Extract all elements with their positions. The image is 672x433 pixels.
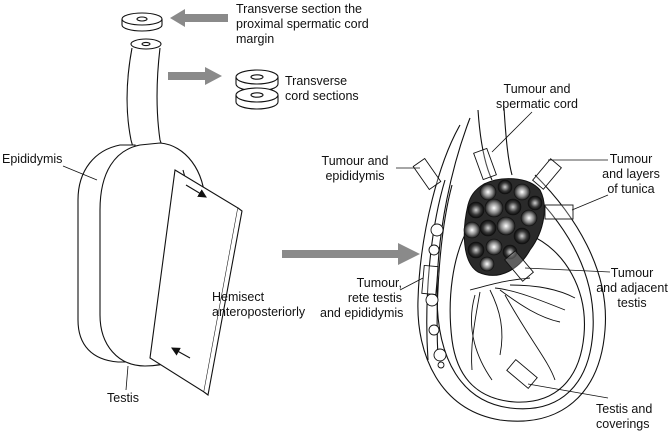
label-line: anteroposteriorly — [212, 305, 306, 319]
label-line: coverings — [596, 417, 650, 431]
block-testis-coverings — [506, 359, 538, 389]
label-line: and layers — [602, 167, 660, 181]
label-line: Transverse — [285, 74, 348, 88]
label-line: Epididymis — [2, 152, 63, 166]
label-tumour-rete: Tumour, rete testis and epididymis — [320, 276, 404, 321]
sampling-blocks — [412, 147, 574, 389]
label-testis: Testis — [107, 391, 139, 406]
epididymal-tubules — [425, 223, 447, 369]
block-tumour-rete — [421, 264, 439, 296]
label-line: and adjacent — [596, 281, 668, 295]
label-tumour-epididymis: Tumour and epididymis — [310, 154, 400, 184]
grey-arrows — [168, 9, 420, 265]
tumour-mass — [463, 178, 545, 276]
label-proximal-margin: Transverse section the proximal spermati… — [236, 2, 369, 47]
leader-lines — [396, 111, 611, 399]
block-tumour-adjacent — [504, 250, 534, 282]
label-line: testis — [617, 296, 647, 310]
label-line: Tumour, — [356, 276, 402, 290]
block-tumour-tunica-2 — [544, 204, 574, 220]
label-line: margin — [236, 32, 275, 46]
block-tumour-epididymis — [412, 157, 442, 191]
label-line: Testis and — [596, 402, 653, 416]
arrow-to-hemisected-view — [282, 243, 420, 265]
label-line: epididymis — [325, 169, 385, 183]
label-tumour-tunica: Tumour and layers of tunica — [592, 152, 670, 197]
label-line: Hemisect — [212, 290, 265, 304]
label-line: Tumour and — [321, 154, 389, 168]
proximal-margin-disc — [121, 12, 163, 32]
cord-section-disc-2 — [235, 87, 279, 110]
label-line: Tumour — [609, 152, 653, 166]
label-line: rete testis — [347, 291, 402, 305]
label-line: Tumour — [610, 266, 654, 280]
label-line: of tunica — [607, 182, 655, 196]
label-hemisect: Hemisect anteroposteriorly — [212, 290, 305, 320]
label-line: cord sections — [285, 89, 359, 103]
label-tumour-adjacent: Tumour and adjacent testis — [594, 266, 670, 311]
whole-orchidectomy-specimen — [62, 12, 279, 396]
label-epididymis: Epididymis — [2, 152, 62, 167]
arrow-to-proximal-margin — [170, 9, 228, 27]
label-line: Testis — [107, 391, 139, 405]
label-line: spermatic cord — [496, 97, 578, 111]
block-tumour-tunica — [532, 158, 562, 190]
rete-testis — [469, 277, 576, 381]
label-line: Tumour and — [503, 82, 571, 96]
arrow-to-cord-sections — [168, 67, 222, 85]
block-tumour-cord — [473, 147, 497, 181]
label-line: proximal spermatic cord — [236, 17, 369, 31]
label-testis-coverings: Testis and coverings — [596, 402, 652, 432]
label-tumour-cord: Tumour and spermatic cord — [482, 82, 592, 112]
label-line: and epididymis — [320, 306, 404, 320]
label-line: Transverse section the — [236, 2, 362, 16]
label-cord-sections: Transverse cord sections — [285, 74, 359, 104]
